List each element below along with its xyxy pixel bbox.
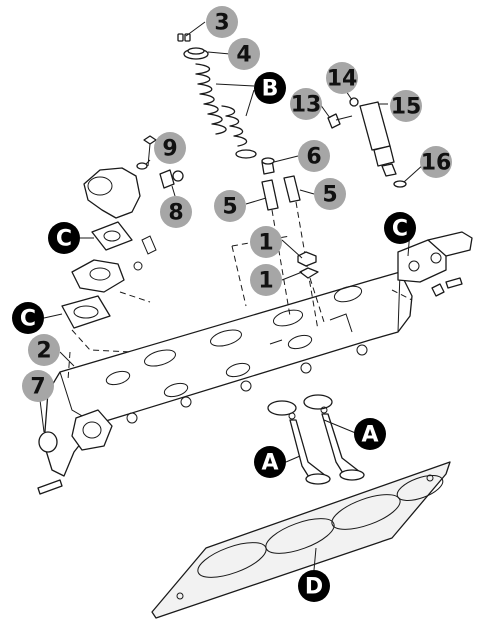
- callout-badge: [214, 190, 246, 222]
- callout-label: 1: [258, 231, 273, 256]
- callout-c5a: 5: [214, 190, 246, 222]
- callout-c6: 6: [298, 140, 330, 172]
- callout-badge: [298, 570, 330, 602]
- callout-label: 2: [36, 339, 51, 364]
- callout-label: A: [261, 451, 278, 476]
- valves: [267, 394, 365, 485]
- callout-badge: [250, 226, 282, 258]
- callout-c9: 9: [154, 132, 186, 164]
- callout-badge: [384, 212, 416, 244]
- callout-label: B: [262, 77, 279, 102]
- callout-cC2: C: [384, 212, 416, 244]
- callout-badge: [290, 88, 322, 120]
- callout-badge: [298, 140, 330, 172]
- callout-c15: 15: [390, 90, 422, 122]
- callout-badge: [254, 72, 286, 104]
- callout-badge: [314, 178, 346, 210]
- callout-label: 13: [291, 93, 322, 118]
- callout-badge: [250, 264, 282, 296]
- callout-c5b: 5: [314, 178, 346, 210]
- callout-label: A: [361, 423, 378, 448]
- callout-cC1: C: [48, 222, 80, 254]
- callout-badge: [390, 90, 422, 122]
- callout-badge: [254, 446, 286, 478]
- callout-label: C: [392, 217, 408, 242]
- callout-c14: 14: [326, 62, 358, 94]
- callout-label: 14: [327, 67, 358, 92]
- valve-train: [177, 33, 319, 331]
- callout-label: 15: [391, 95, 422, 120]
- head-gasket: [151, 461, 451, 619]
- callout-badge: [12, 302, 44, 334]
- right-bracket: [391, 231, 473, 301]
- callout-label: D: [305, 575, 323, 600]
- callout-label: 5: [222, 195, 237, 220]
- callout-c16: 16: [420, 146, 452, 178]
- callout-cA1: A: [354, 418, 386, 450]
- callout-c1b: 1: [250, 264, 282, 296]
- callout-c1a: 1: [250, 226, 282, 258]
- callout-badge: [228, 38, 260, 70]
- callout-label: 9: [162, 137, 177, 162]
- callout-label: 5: [322, 183, 337, 208]
- callout-label: C: [56, 227, 72, 252]
- callout-badge: [326, 62, 358, 94]
- callout-badge: [160, 196, 192, 228]
- callout-c2: 2: [28, 334, 60, 366]
- callout-badge: [154, 132, 186, 164]
- nuts: [231, 235, 325, 323]
- thermostat-housing: [61, 135, 184, 381]
- callout-c8: 8: [160, 196, 192, 228]
- callout-label: 16: [421, 151, 452, 176]
- callout-label: 7: [30, 375, 45, 400]
- callout-cD: D: [298, 570, 330, 602]
- callout-badge: [206, 6, 238, 38]
- callout-label: 3: [214, 11, 229, 36]
- callout-cC3: C: [12, 302, 44, 334]
- callout-c3: 3: [206, 6, 238, 38]
- callout-badge: [22, 370, 54, 402]
- sensor-assembly: [327, 97, 407, 188]
- callout-label: 4: [236, 43, 251, 68]
- callout-badge: [420, 146, 452, 178]
- callout-badge: [354, 418, 386, 450]
- callout-label: C: [20, 307, 36, 332]
- callout-label: 8: [168, 201, 183, 226]
- callout-cB: B: [254, 72, 286, 104]
- callout-c4: 4: [228, 38, 260, 70]
- leader-lines: [39, 21, 425, 571]
- callout-badge: [28, 334, 60, 366]
- callout-label: 6: [306, 145, 321, 170]
- callout-c7: 7: [22, 370, 54, 402]
- cylinder-head: [37, 271, 413, 495]
- callout-cA2: A: [254, 446, 286, 478]
- callout-c13: 13: [290, 88, 322, 120]
- callout-label: 1: [258, 269, 273, 294]
- callout-badge: [48, 222, 80, 254]
